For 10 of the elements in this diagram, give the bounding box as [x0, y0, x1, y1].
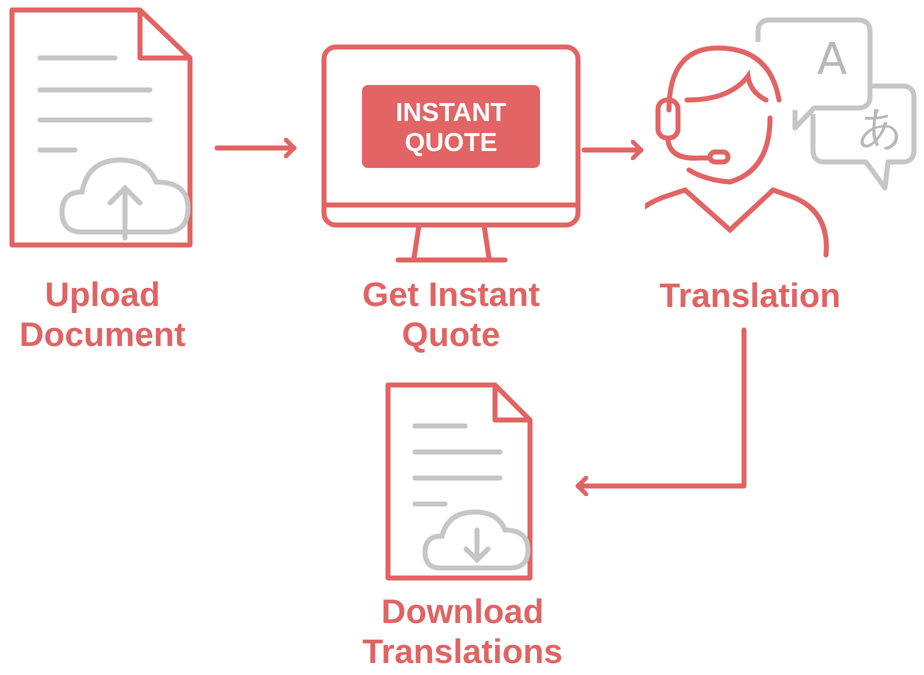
speech-bubble-letter: あ: [858, 104, 903, 152]
step-caption: Upload Document: [18, 275, 187, 355]
step-caption: Download Translations: [361, 592, 564, 672]
step-caption: Get Instant Quote: [361, 275, 541, 355]
quote-button: INSTANT QUOTE: [362, 85, 540, 168]
step-caption: Translation: [658, 276, 842, 316]
arrow: [576, 328, 746, 498]
speech-bubble-letter: A: [817, 36, 848, 84]
arrow: [582, 138, 644, 162]
arrow: [214, 136, 296, 160]
